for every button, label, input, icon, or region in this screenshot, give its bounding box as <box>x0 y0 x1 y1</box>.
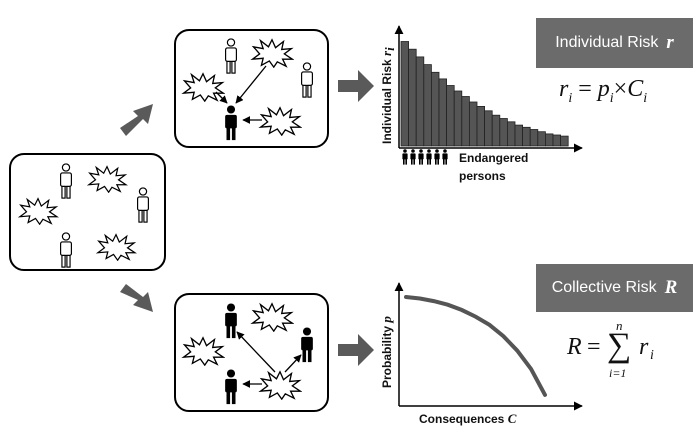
bar <box>468 101 478 147</box>
x-axis-label-line1: Endangered <box>459 151 528 165</box>
bar <box>423 64 432 147</box>
probability-curve <box>404 295 547 397</box>
collective-scene-box <box>174 293 329 412</box>
bar <box>499 118 508 147</box>
x-axis-label: Consequences C <box>419 411 517 426</box>
bar <box>430 71 440 147</box>
collective-risk-title-text: Collective Risk <box>551 279 657 296</box>
bar <box>522 126 531 147</box>
person-icon <box>410 149 416 165</box>
person-icon <box>442 149 448 165</box>
y-axis-label: Individual Risk ri <box>379 47 397 144</box>
bar <box>491 114 501 147</box>
bar <box>453 90 463 147</box>
bar <box>484 110 493 147</box>
bar <box>415 56 425 147</box>
bar <box>560 135 569 147</box>
bar <box>537 131 546 147</box>
bar <box>552 134 561 147</box>
bar <box>529 129 539 147</box>
bar <box>506 121 516 147</box>
collective-risk-formula: R = n ∑ i=1 r i <box>567 318 654 380</box>
individual-risk-title-text: Individual Risk <box>555 34 659 51</box>
individual-scene-box <box>174 29 329 148</box>
endangered-persons-icons <box>402 149 448 165</box>
bar <box>408 48 417 147</box>
individual-risk-symbol: r <box>666 32 674 53</box>
individual-risk-chart: Individual Risk ri Endangered persons <box>379 25 583 183</box>
arrow-right-icon <box>338 334 374 366</box>
initial-scene-box <box>9 153 166 271</box>
y-axis-label: Probability p <box>379 316 394 388</box>
collective-risk-title: Collective Risk R <box>536 264 693 312</box>
bar <box>545 133 554 147</box>
block-arrows <box>120 70 374 366</box>
person-icon <box>418 149 424 165</box>
bar <box>461 96 470 147</box>
x-axis-label-line2: persons <box>459 169 506 183</box>
arrow-up-right-icon <box>120 104 153 136</box>
individual-risk-title: Individual Risk r <box>536 18 693 68</box>
bar <box>476 106 485 147</box>
arrow-down-right-icon <box>120 284 153 312</box>
person-icon <box>402 149 408 165</box>
person-icon <box>426 149 432 165</box>
individual-risk-formula: ri = pi×Ci <box>559 76 648 106</box>
bar <box>438 78 447 147</box>
collective-risk-symbol: R <box>664 277 678 298</box>
bar <box>514 124 523 147</box>
person-icon <box>434 149 440 165</box>
bar <box>400 41 409 147</box>
bar <box>446 85 455 147</box>
arrow-right-icon <box>338 70 374 102</box>
collective-risk-chart: Probability p Consequences C <box>379 282 583 426</box>
